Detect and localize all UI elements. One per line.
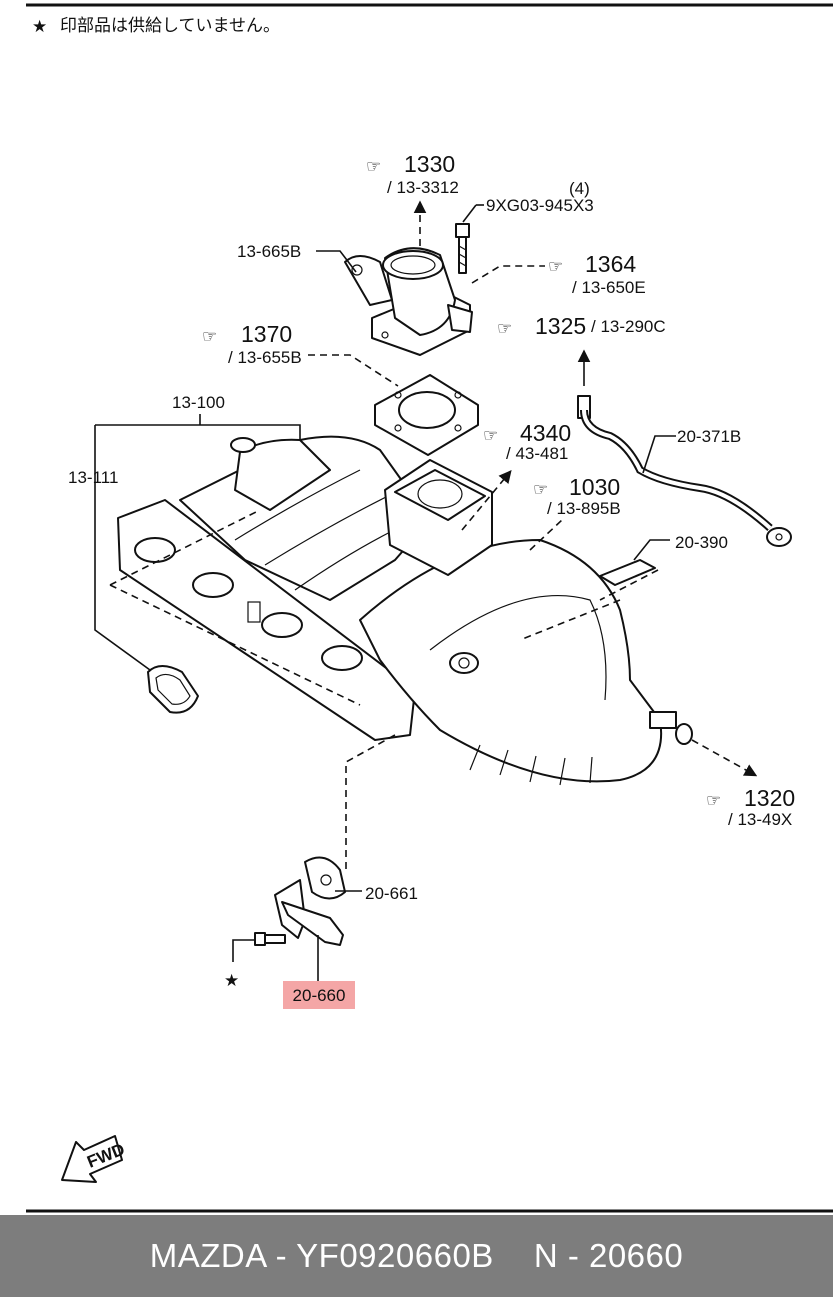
svg-text:1325: 1325	[535, 313, 586, 339]
svg-text:/ 13-49X: / 13-49X	[728, 810, 792, 829]
ref-hand-icon: ☞	[366, 157, 381, 176]
label-1325: ☞ 1325 / 13-290C	[497, 313, 666, 339]
label-1330: ☞ 1330 / 13-3312	[366, 151, 459, 197]
ref-hand-icon: ☞	[533, 480, 548, 499]
star-icon: ★	[224, 971, 239, 990]
ref-hand-icon: ☞	[706, 791, 721, 810]
intake-manifold-drawing	[117, 435, 693, 786]
bolt-part: 9XG03-945X3	[486, 196, 594, 215]
svg-text:1320: 1320	[744, 785, 795, 811]
svg-text:/ 13-3312: / 13-3312	[387, 178, 459, 197]
label-1364: ☞ 1364 / 13-650E	[548, 251, 646, 297]
svg-text:1030: 1030	[569, 474, 620, 500]
bolt-drawing	[455, 223, 470, 274]
fwd-arrow-icon: FWD	[61, 1135, 127, 1183]
footer-code: N - 20660	[533, 1237, 684, 1274]
svg-text:/ 13-290C: / 13-290C	[591, 317, 666, 336]
svg-text:/ 43-481: / 43-481	[506, 444, 568, 463]
svg-text:1330: 1330	[404, 151, 455, 177]
footer-brand: MAZDA - YF0920660B	[149, 1237, 494, 1274]
label-20-661: 20-661	[365, 884, 418, 903]
svg-text:1364: 1364	[585, 251, 636, 277]
notice-text: 印部品は供給していません。	[60, 16, 280, 35]
label-20-371b: 20-371B	[677, 427, 741, 446]
svg-text:/ 13-650E: / 13-650E	[572, 278, 646, 297]
manifold-gasket-drawing	[147, 665, 199, 714]
bolt-qty: (4)	[569, 179, 590, 198]
label-1320: ☞ 1320 / 13-49X	[706, 785, 795, 829]
ref-hand-icon: ☞	[202, 327, 217, 346]
footer-bar: MAZDA - YF0920660B N - 20660	[0, 1215, 833, 1297]
hose-drawing	[577, 395, 792, 547]
star-icon: ★	[32, 17, 47, 36]
label-20-660: 20-660	[293, 986, 346, 1005]
valve-drawing	[254, 856, 346, 946]
label-13-111: 13-111	[68, 468, 118, 487]
svg-text:/ 13-655B: / 13-655B	[228, 348, 302, 367]
label-4340: ☞ 4340 / 43-481	[483, 420, 571, 463]
svg-text:1370: 1370	[241, 321, 292, 347]
label-13-100: 13-100	[172, 393, 225, 412]
highlight-box	[283, 981, 355, 1009]
label-1030: ☞ 1030 / 13-895B	[533, 474, 621, 518]
ref-hand-icon: ☞	[548, 257, 563, 276]
ref-hand-icon: ☞	[497, 319, 512, 338]
svg-text:4340: 4340	[520, 420, 571, 446]
label-20-390: 20-390	[675, 533, 728, 552]
bracket-drawing	[599, 559, 656, 586]
label-13-665b: 13-665B	[237, 242, 301, 261]
notice: ★ 印部品は供給していません。	[32, 16, 280, 36]
gasket-drawing	[374, 374, 479, 456]
label-1370: ☞ 1370 / 13-655B	[202, 321, 302, 367]
throttle-body-drawing	[344, 247, 473, 356]
svg-text:/ 13-895B: / 13-895B	[547, 499, 621, 518]
highlighted-part-label[interactable]: 20-660	[283, 981, 355, 1009]
ref-hand-icon: ☞	[483, 426, 498, 445]
